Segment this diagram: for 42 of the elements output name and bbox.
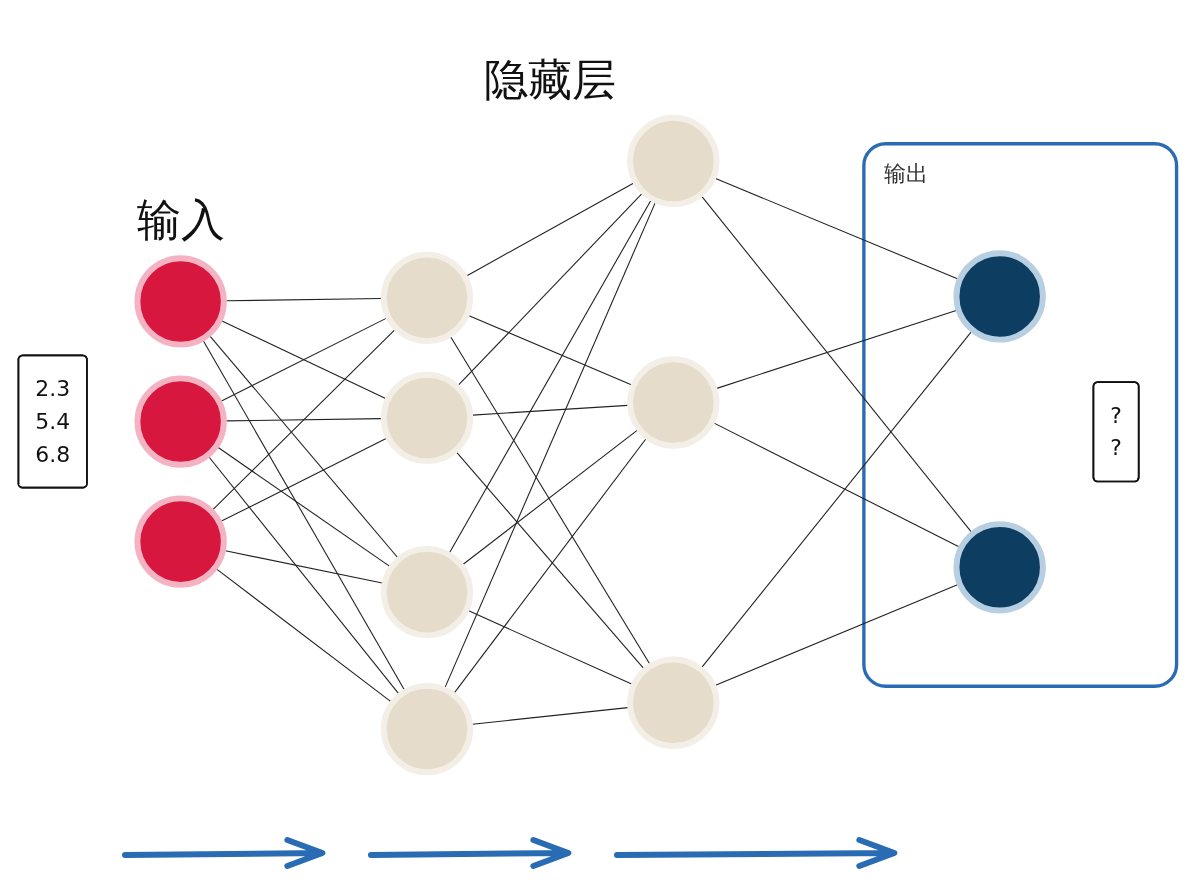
- node-circle: [380, 251, 474, 345]
- connector: [713, 422, 960, 548]
- connector: [217, 447, 390, 567]
- connector: [715, 177, 958, 280]
- node-circle: [134, 495, 227, 588]
- layer-title: 输入: [137, 196, 225, 245]
- node-circle: [627, 356, 720, 449]
- connector: [449, 200, 652, 553]
- connector: [212, 329, 396, 510]
- node-circle: [134, 375, 227, 468]
- node-circle: [627, 114, 720, 208]
- connector: [208, 456, 399, 694]
- connector: [468, 315, 632, 386]
- node-circle: [380, 545, 474, 639]
- connector: [450, 336, 651, 665]
- node-circle: [953, 250, 1046, 343]
- connector: [224, 550, 383, 584]
- connector: [466, 182, 634, 277]
- connector: [471, 707, 629, 725]
- node-circle: [134, 255, 227, 348]
- connector: [462, 429, 638, 565]
- connector: [701, 331, 972, 668]
- connector: [701, 196, 972, 533]
- node-circle: [380, 682, 474, 776]
- connector: [444, 202, 656, 688]
- connector: [472, 404, 629, 416]
- connector: [468, 610, 633, 685]
- connector: [209, 335, 398, 558]
- node-circle: [380, 371, 474, 465]
- connector: [225, 298, 382, 302]
- connector: [216, 568, 392, 702]
- connector: [456, 452, 644, 669]
- connector: [202, 340, 405, 690]
- connector: [458, 193, 643, 386]
- connector: [454, 438, 647, 694]
- connector: [225, 418, 382, 422]
- node-circle: [953, 521, 1046, 614]
- connector: [715, 584, 958, 686]
- connector: [220, 437, 387, 522]
- connector: [716, 310, 957, 389]
- node-circle: [627, 656, 720, 749]
- layer-title: 隐藏层: [484, 56, 616, 105]
